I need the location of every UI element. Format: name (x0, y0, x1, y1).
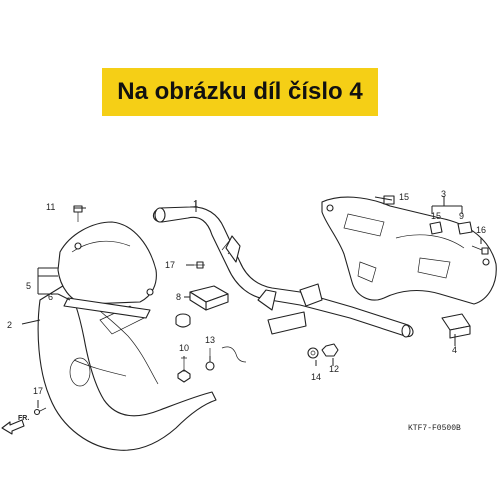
nut-part (321, 343, 339, 357)
switch-housing-part (441, 313, 471, 339)
cap-parts (429, 221, 473, 235)
part-number-label: 16 (476, 225, 486, 235)
part-number-label: 4 (452, 345, 457, 355)
bracket-part (189, 285, 229, 311)
part-number-label: 17 (165, 260, 175, 270)
rubber-mount (175, 313, 191, 328)
grommet-part (383, 195, 395, 205)
part-number-label: 10 (179, 343, 189, 353)
part-number-label: 9 (459, 211, 464, 221)
part-number-label: 1 (193, 199, 198, 209)
drawing-code: KTF7-F0500B (408, 424, 461, 433)
rear-cover (57, 221, 157, 305)
part-number-label: 6 (48, 292, 53, 302)
part-number-label: 3 (441, 189, 446, 199)
part-number-label: 5 (26, 281, 31, 291)
seal-plate (63, 297, 151, 319)
handlebar-pipe (152, 206, 414, 338)
clip-part (221, 346, 247, 363)
part-number-label: 13 (205, 335, 215, 345)
leader-lines (21, 196, 482, 408)
direction-label: FR. (18, 415, 29, 422)
washer-part (307, 347, 319, 359)
part-number-label: 11 (46, 202, 55, 212)
part-number-label: 14 (311, 372, 321, 382)
part-number-label: 12 (329, 364, 339, 374)
part-number-label: 17 (33, 386, 43, 396)
screw-left-part (33, 407, 47, 416)
part-number-banner: Na obrázku díl číslo 4 (102, 68, 378, 116)
bolt-right-part (471, 245, 489, 255)
part-number-label: 2 (7, 320, 12, 330)
part-number-label: 15 (431, 211, 441, 221)
screw-small-part (193, 261, 205, 269)
front-direction-arrow: FR. (1, 415, 29, 435)
part-number-label: 15 (399, 192, 409, 202)
part-labels: 1 2 3 4 5 6 8 9 10 11 12 13 14 15 15 16 … (7, 189, 486, 396)
bolt-part (177, 357, 191, 383)
rear-handle-cover (321, 196, 497, 305)
part-number-label: 8 (176, 292, 181, 302)
